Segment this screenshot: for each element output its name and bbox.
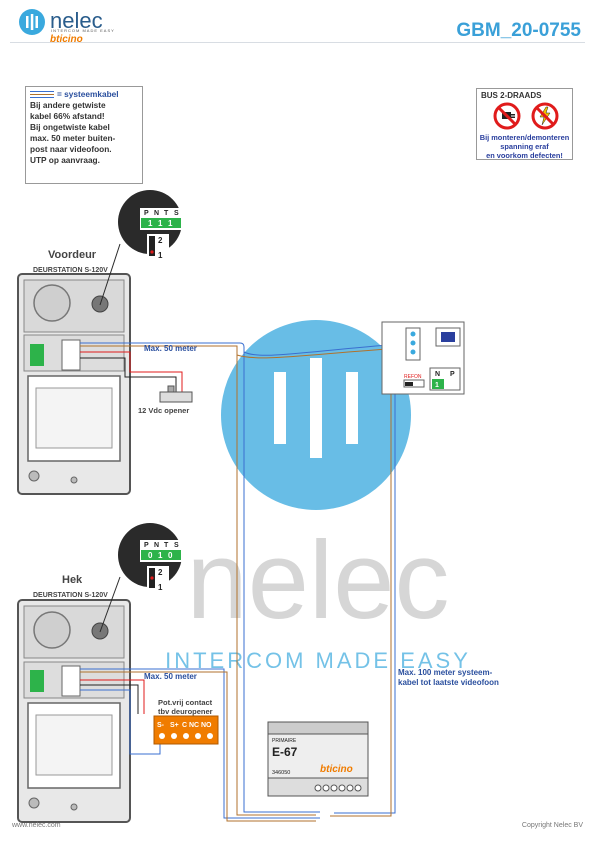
distance-label: Max. 50 meter xyxy=(144,672,197,681)
monitor-side-label: REFON xyxy=(404,374,422,380)
footer-copyright: Copyright Nelec BV xyxy=(521,822,583,829)
dip-value: 1 xyxy=(148,219,153,228)
watermark-text: nelec xyxy=(187,519,450,642)
brand-tagline: INTERCOM MADE EASY xyxy=(51,28,115,33)
dip-value: 0 xyxy=(168,551,173,560)
dip-value: 0 xyxy=(148,551,153,560)
bus-title: BUS 2-DRAADS xyxy=(481,91,542,100)
dip-value: 1 xyxy=(158,219,163,228)
dip-label: P xyxy=(144,542,149,549)
terminal-screw-icon xyxy=(410,349,416,355)
video-monitor: REFON N P 1 xyxy=(381,321,465,395)
dip-value: 1 xyxy=(158,551,163,560)
bus-warning-line: spanning eraf xyxy=(500,142,549,151)
relay-title: Pot.vrij contact xyxy=(158,698,213,707)
header-divider xyxy=(10,42,585,43)
watermark xyxy=(221,320,411,510)
cable-note-box: = systeemkabel Bij andere getwiste kabel… xyxy=(25,86,143,184)
relay-terminal: NC xyxy=(189,722,199,729)
np-label: N xyxy=(435,371,440,378)
np-label: P xyxy=(450,371,455,378)
cable-note-line: kabel 66% afstand! xyxy=(30,111,105,121)
dip-label: T xyxy=(164,542,169,549)
relay-terminal: S+ xyxy=(170,722,179,729)
cable-note-line: Bij ongetwiste kabel xyxy=(30,122,110,132)
relay-terminal: NO xyxy=(201,722,212,729)
dip-label: N xyxy=(154,542,159,549)
dip-label: N xyxy=(154,210,159,217)
brand-name: nelec xyxy=(50,8,103,33)
opener-label: 12 Vdc opener xyxy=(138,406,189,415)
station-model: DEURSTATION S-120V xyxy=(33,267,108,274)
no-unplug-icon xyxy=(493,102,521,130)
station-model: DEURSTATION S-120V xyxy=(33,592,108,599)
jumper-label: 2 xyxy=(158,236,163,245)
cable-note-line: Bij andere getwiste xyxy=(30,100,106,110)
psu-model: E-67 xyxy=(272,745,298,759)
mount-screw-icon xyxy=(28,470,40,482)
cable-note-line: = systeemkabel xyxy=(57,89,119,99)
terminal-screw-icon xyxy=(410,331,416,337)
bus-warning-line: Bij monteren/demonteren xyxy=(479,133,570,142)
relay-module: Pot.vrij contact tbv deuropener S- S+ C … xyxy=(153,698,219,745)
bticino-logo: bticino xyxy=(50,34,83,45)
bus-warning-text: Bij monteren/demonteren spanning eraf en… xyxy=(477,133,572,160)
relay-terminal: C xyxy=(182,722,187,729)
system-cable-icon xyxy=(30,91,54,98)
psu-code: 346050 xyxy=(272,770,290,776)
cable-note-line: post naar videofoon. xyxy=(30,144,112,154)
speaker-grille-icon xyxy=(33,611,71,649)
screw-terminal-icon xyxy=(61,665,81,697)
psu-tag: PRIMAIRE xyxy=(272,738,297,744)
terminal-block-icon xyxy=(30,344,44,366)
relay-subtitle: tbv deuropener xyxy=(158,707,213,716)
jumper-label: 2 xyxy=(158,568,163,577)
dip-label: S xyxy=(174,542,179,549)
bus-warning-box: BUS 2-DRAADS Bij monteren/demonteren spa… xyxy=(476,88,573,160)
mount-screw-icon xyxy=(70,476,78,484)
psu-brand: bticino xyxy=(320,764,353,775)
distance-label: Max. 50 meter xyxy=(144,344,197,353)
station-voordeur: Voordeur DEURSTATION S-120V P N T S 1 1 … xyxy=(17,190,182,495)
door-opener: 12 Vdc opener xyxy=(138,385,193,415)
mount-screw-icon xyxy=(70,803,78,811)
dip-value: 1 xyxy=(168,219,173,228)
nelec-logo-icon xyxy=(19,9,45,35)
jumper-label: 1 xyxy=(158,583,163,592)
wiring xyxy=(80,342,405,822)
monitor-screen-icon xyxy=(441,332,455,342)
bus-warning-line: en voorkom defecten! xyxy=(486,151,563,160)
np-value: 1 xyxy=(435,382,439,389)
dip-label: P xyxy=(144,210,149,217)
no-voltage-icon xyxy=(531,102,559,130)
dip-label: T xyxy=(164,210,169,217)
speaker-grille-icon xyxy=(33,284,71,322)
document-code: GBM_20-0755 xyxy=(456,20,581,41)
mount-screw-icon xyxy=(28,797,40,809)
cable-note-line: UTP op aanvraag. xyxy=(30,155,100,165)
station-name: Hek xyxy=(62,574,83,586)
station-hek: Hek DEURSTATION S-120V P N T S 0 1 0 2 1 xyxy=(17,523,182,823)
footer-website: www.nelec.com xyxy=(12,822,61,829)
terminal-screw-icon xyxy=(410,340,416,346)
relay-terminal: S- xyxy=(157,722,165,729)
dip-label: S xyxy=(174,210,179,217)
screw-terminal-icon xyxy=(61,339,81,371)
jumper-label: 1 xyxy=(158,251,163,260)
station-name: Voordeur xyxy=(48,249,97,261)
power-supply-e67: PRIMAIRE E-67 346050 bticino xyxy=(267,721,369,797)
distance-label: Max. 100 meter systeem- xyxy=(398,668,493,677)
terminal-block-icon xyxy=(30,670,44,692)
cable-note-line: max. 50 meter buiten- xyxy=(30,133,116,143)
distance-label: kabel tot laatste videofoon xyxy=(398,678,499,687)
